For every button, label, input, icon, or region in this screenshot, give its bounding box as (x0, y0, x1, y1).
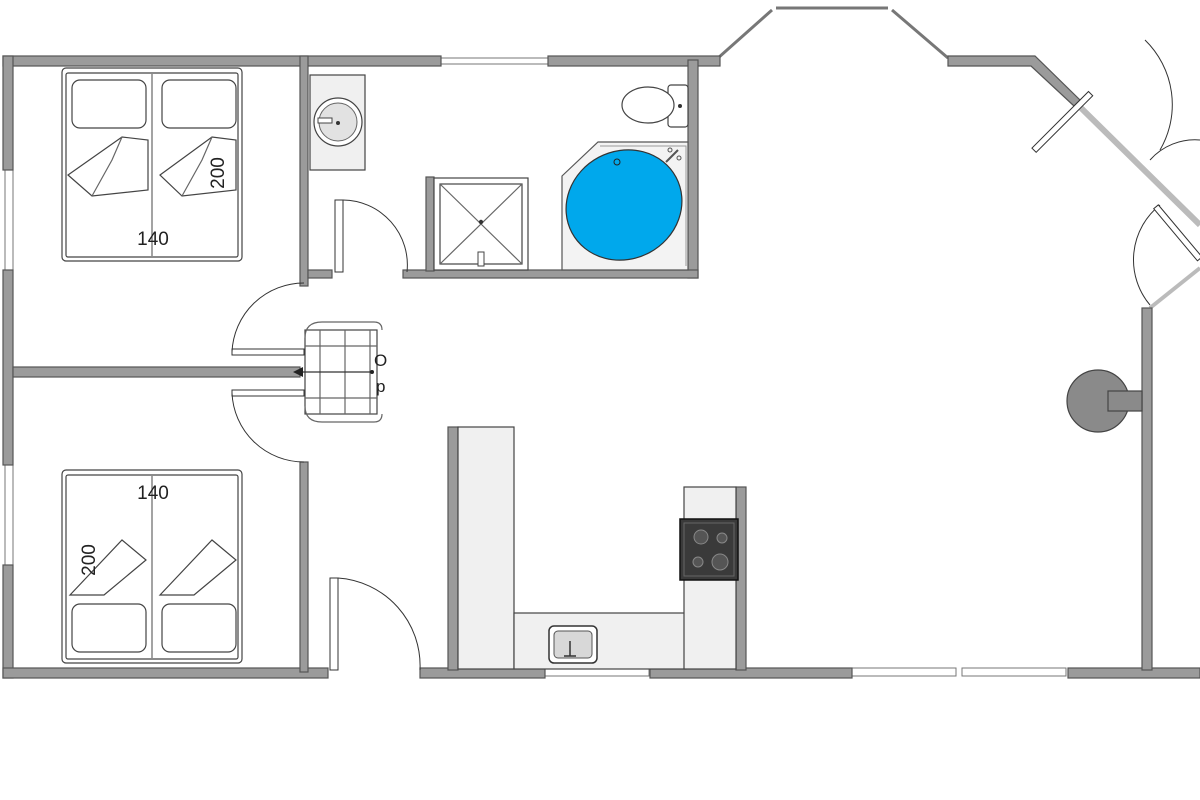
wood-stove-icon (1066, 369, 1143, 433)
walls (2, 55, 1200, 679)
bathtub-icon (561, 141, 689, 271)
windows (4, 6, 1200, 677)
window-left-bedroom-top (4, 169, 14, 271)
window-top-bathroom (439, 57, 549, 65)
window-bay-left (717, 8, 773, 60)
doors (231, 39, 1200, 671)
bed-bottom-width-label: 140 (137, 483, 169, 504)
window-diagonal-right (1075, 102, 1200, 228)
kitchen-sink-icon (548, 625, 598, 664)
bed-bottom-length-label: 200 (79, 544, 100, 576)
door-icon[interactable] (231, 389, 305, 463)
door-icon[interactable] (329, 577, 421, 671)
window-bottom-living-1 (851, 667, 957, 677)
toilet-icon (621, 84, 689, 128)
window-diagonal-lower (1148, 266, 1200, 310)
door-icon[interactable] (1133, 204, 1200, 306)
door-icon[interactable] (1031, 39, 1200, 161)
stair-icon[interactable] (293, 321, 383, 423)
stair-up-label: O (374, 351, 387, 370)
bed-top-length-label: 200 (208, 157, 229, 189)
window-left-bedroom-bottom (4, 464, 14, 566)
door-icon[interactable] (231, 282, 305, 356)
hob-icon (679, 518, 739, 581)
double-bed-icon (61, 469, 243, 664)
double-bed-icon (61, 67, 243, 262)
window-bottom-living-2 (961, 667, 1067, 677)
door-icon[interactable] (334, 199, 408, 273)
stair-down-label: p (376, 377, 385, 396)
window-bay-right (891, 8, 949, 60)
sink-icon (309, 74, 366, 171)
bed-top-width-label: 140 (137, 229, 169, 250)
shower-icon (433, 177, 529, 271)
